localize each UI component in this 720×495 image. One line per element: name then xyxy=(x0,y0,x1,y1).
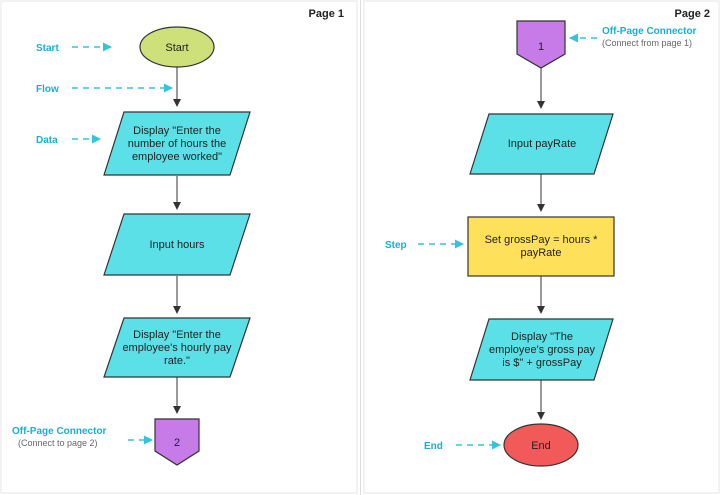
data-input-hours-text-box: Input hours xyxy=(149,238,205,251)
start-terminator xyxy=(139,26,215,68)
page-1-title: Page 1 xyxy=(309,8,344,20)
legend-connect-from-page-1: (Connect from page 1) xyxy=(602,38,692,48)
legend-connect-to-page-2: (Connect to page 2) xyxy=(18,438,98,448)
offpage-connector-to-page-2-label: 2 xyxy=(174,437,180,449)
end-terminator-label: End xyxy=(531,440,551,452)
process-set-grosspay xyxy=(467,216,615,277)
legend-start-label: Start xyxy=(36,43,59,54)
offpage-connector-to-page-2 xyxy=(154,418,200,466)
data-input-hours xyxy=(103,213,251,276)
legend-flow-label: Flow xyxy=(36,84,59,95)
start-terminator-label: Start xyxy=(165,42,188,54)
data-display-payrate-prompt-text: Display "Enter the employee's hourly pay… xyxy=(122,328,232,367)
legend-step-label: Step xyxy=(385,240,407,251)
data-display-payrate-prompt-text-box: Display "Enter the employee's hourly pay… xyxy=(122,328,232,367)
offpage-connector-from-page-1 xyxy=(516,20,566,69)
legend-offpage-connector-label-page-1: Off-Page Connector xyxy=(12,426,107,437)
data-display-hours-prompt-text-box: Display "Enter the number of hours the e… xyxy=(127,124,227,163)
data-display-hours-prompt xyxy=(103,111,251,176)
data-display-hours-prompt-text: Display "Enter the number of hours the e… xyxy=(127,124,227,163)
data-display-grosspay xyxy=(469,318,614,381)
data-input-payrate-text-box: Input payRate xyxy=(507,138,577,150)
offpage-connector-from-page-1-label: 1 xyxy=(538,41,544,53)
data-display-payrate-prompt xyxy=(103,317,251,378)
legend-end-label: End xyxy=(424,441,443,452)
data-display-grosspay-text-box: Display "The employee's gross pay is $" … xyxy=(488,330,596,369)
data-display-grosspay-text: Display "The employee's gross pay is $" … xyxy=(488,330,596,369)
page-2-title: Page 2 xyxy=(675,8,710,20)
data-input-payrate xyxy=(469,113,614,175)
process-set-grosspay-text-box: Set grossPay = hours * payRate xyxy=(484,233,598,259)
process-set-grosspay-text: Set grossPay = hours * payRate xyxy=(484,233,598,259)
data-input-payrate-text: Input payRate xyxy=(507,138,577,150)
legend-data-label: Data xyxy=(36,135,58,146)
legend-offpage-connector-label-page-2: Off-Page Connector xyxy=(602,26,697,37)
data-input-hours-text: Input hours xyxy=(149,238,205,251)
end-terminator xyxy=(503,423,579,467)
